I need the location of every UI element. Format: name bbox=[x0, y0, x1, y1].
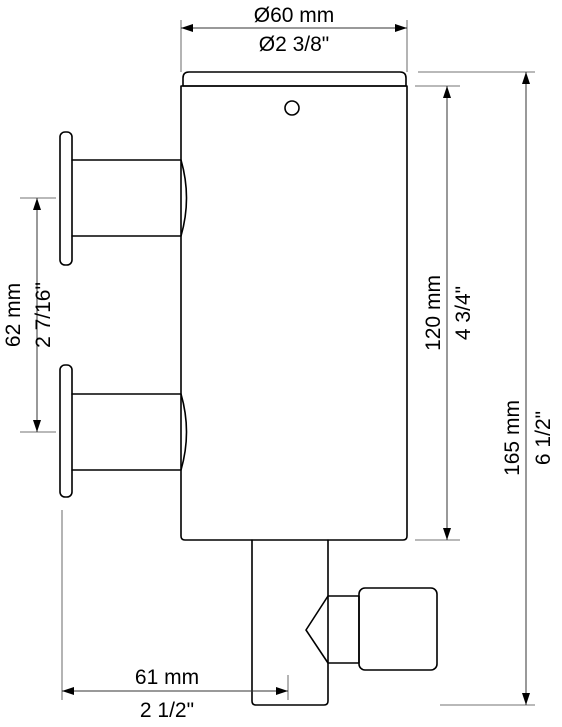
depth-metric-label: 61 mm bbox=[135, 666, 199, 689]
diameter-imperial-label: Ø2 3/8" bbox=[259, 33, 330, 56]
body-cylinder bbox=[180, 85, 408, 541]
dim-inlet-spacing: 62 mm 2 7/16" bbox=[2, 198, 55, 432]
valve-cone bbox=[305, 595, 360, 664]
upper-inlet-flange bbox=[59, 131, 73, 266]
upper-inlet-pipe bbox=[71, 159, 188, 237]
dim-depth: 61 mm 2 1/2" bbox=[62, 666, 288, 722]
total-height-metric-label: 165 mm bbox=[501, 400, 524, 476]
main-body bbox=[180, 71, 408, 541]
dim-total-height: 165 mm 6 1/2" bbox=[501, 72, 555, 705]
outlet-assembly bbox=[251, 539, 438, 706]
dim-body-height: 120 mm 4 3/4" bbox=[422, 86, 475, 540]
lower-inlet-pipe bbox=[71, 393, 188, 471]
valve-knob bbox=[358, 587, 438, 671]
dim-diameter: Ø60 mm Ø2 3/8" bbox=[181, 4, 407, 56]
upper-inlet bbox=[59, 131, 188, 266]
body-height-metric-label: 120 mm bbox=[422, 275, 445, 351]
body-height-imperial-label: 4 3/4" bbox=[452, 286, 475, 340]
mounting-hole bbox=[284, 100, 300, 116]
total-height-imperial-label: 6 1/2" bbox=[532, 411, 555, 465]
depth-imperial-label: 2 1/2" bbox=[140, 699, 194, 722]
lower-inlet-flange bbox=[59, 364, 73, 498]
lower-inlet bbox=[59, 364, 188, 498]
extension-lines bbox=[20, 20, 535, 706]
outlet-stem bbox=[251, 539, 329, 706]
inlet-spacing-imperial-label: 2 7/16" bbox=[32, 282, 55, 348]
inlet-spacing-metric-label: 62 mm bbox=[2, 283, 25, 347]
diameter-metric-label: Ø60 mm bbox=[254, 4, 335, 27]
top-cap bbox=[182, 71, 407, 87]
